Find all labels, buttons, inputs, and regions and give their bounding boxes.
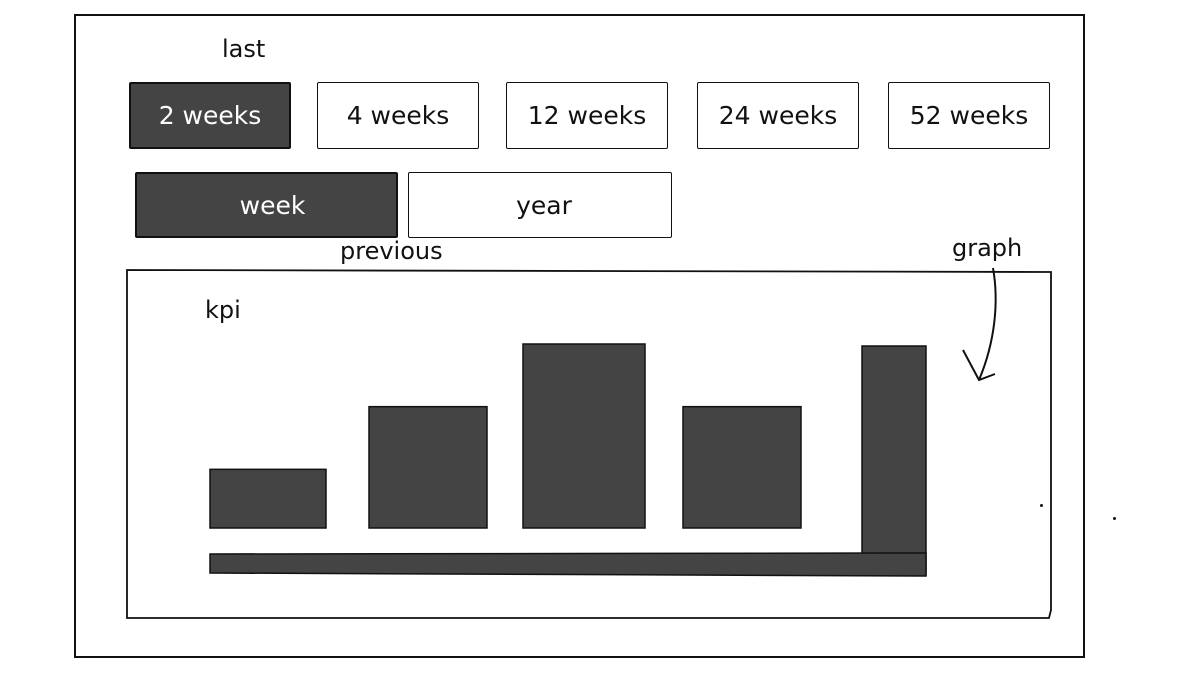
comparison-option-week[interactable]: week [135,172,398,238]
panel-border [126,269,1052,619]
chart-bar [861,345,927,575]
comparison-option-year[interactable]: year [408,172,672,238]
graph-title: kpi [205,296,241,324]
period-option-52-weeks[interactable]: 52 weeks [888,82,1050,149]
period-option-2-weeks[interactable]: 2 weeks [129,82,291,149]
period-option-4-weeks[interactable]: 4 weeks [317,82,479,149]
period-option-24-weeks[interactable]: 24 weeks [697,82,859,149]
wireframe-canvas [74,14,1085,658]
callout-arrow-icon [962,267,997,382]
stray-mark [1040,504,1043,507]
stray-mark [1113,517,1116,520]
kpi-graph-panel: kpi [125,266,1054,620]
chart-bar [368,405,488,529]
chart-bar [682,405,802,529]
chart-baseline [209,552,927,577]
chart-bar [209,468,327,529]
period-option-12-weeks[interactable]: 12 weeks [506,82,668,149]
chart-bar [522,343,646,529]
period-caption: last [222,35,266,63]
graph-callout-label: graph [952,234,1023,262]
comparison-caption: previous [340,237,443,265]
kpi-bar-chart [209,343,927,577]
